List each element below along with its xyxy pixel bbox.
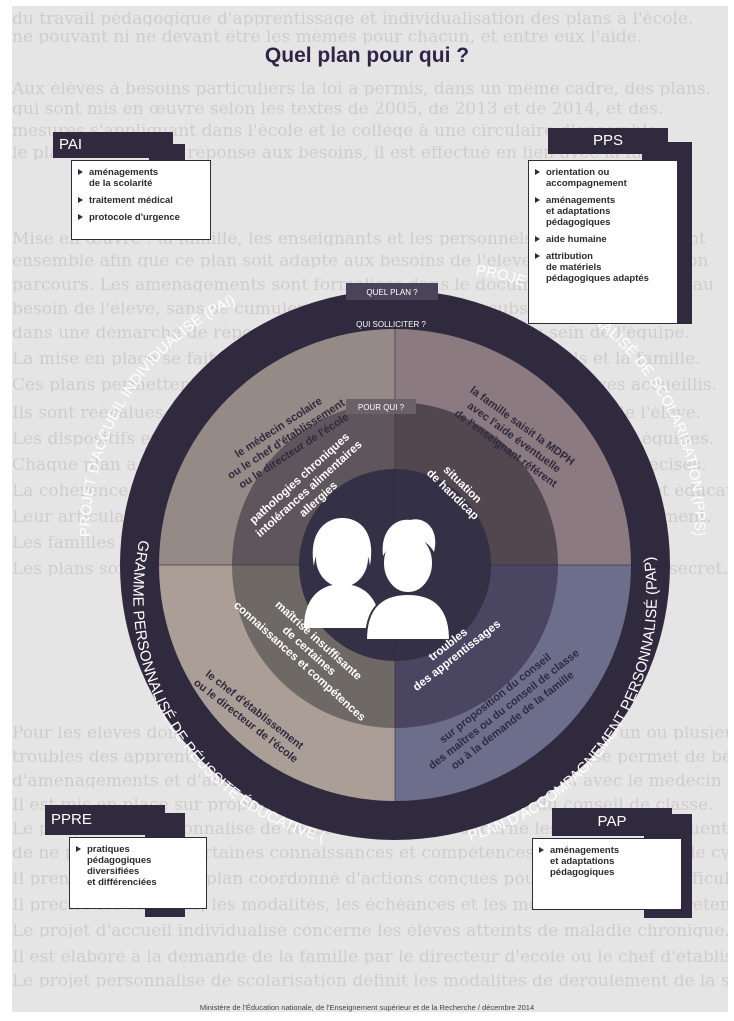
header-labels: QUEL PLAN ? QUI SOLLICITER ? POUR QUI ?: [346, 283, 438, 414]
people-illustration: [304, 518, 452, 641]
pour-qui-label: POUR QUI ?: [358, 403, 405, 412]
girl-figure: [304, 584, 380, 628]
pai-list: aménagements de la scolarité traitement …: [78, 167, 204, 223]
ppre-list: pratiques pédagogiques diversifiées et d…: [76, 844, 200, 888]
pap-item-1: aménagements et adaptations pédagogiques: [539, 845, 675, 878]
qui-solliciter-label: QUI SOLLICITER ?: [356, 320, 426, 329]
pai-item-3: protocole d'urgence: [78, 212, 204, 223]
ppre-tab: PPRE: [45, 805, 165, 835]
quel-plan-label: QUEL PLAN ?: [366, 288, 418, 297]
pps-tab: PPS: [548, 128, 668, 154]
pps-list: orientation ou accompagnement aménagemen…: [535, 167, 671, 284]
pps-item-4: attribution de matériels pédagogiques ad…: [535, 251, 671, 284]
pps-item-2: aménagements et adaptations pédagogiques: [535, 195, 671, 228]
boy-figure: [364, 592, 452, 641]
pai-tab: PAI: [53, 132, 173, 158]
pps-item-3: aide humaine: [535, 234, 671, 245]
ppre-item-1: pratiques pédagogiques diversifiées et d…: [76, 844, 200, 888]
pai-item-1: aménagements de la scolarité: [78, 167, 204, 189]
page-title: Quel plan pour qui ?: [264, 44, 470, 67]
pap-tab: PAP: [552, 808, 672, 836]
pour-qui-tab: [346, 399, 416, 414]
pai-item-2: traitement médical: [78, 195, 204, 206]
pap-list: aménagements et adaptations pédagogiques: [539, 845, 675, 878]
pps-item-1: orientation ou accompagnement: [535, 167, 671, 189]
quel-plan-tab: [346, 283, 438, 300]
girl-head: [316, 529, 368, 587]
girl-hair: [312, 518, 372, 566]
footer-credit: Ministère de l'Éducation nationale, de l…: [199, 1003, 535, 1012]
boy-hair: [382, 519, 436, 556]
